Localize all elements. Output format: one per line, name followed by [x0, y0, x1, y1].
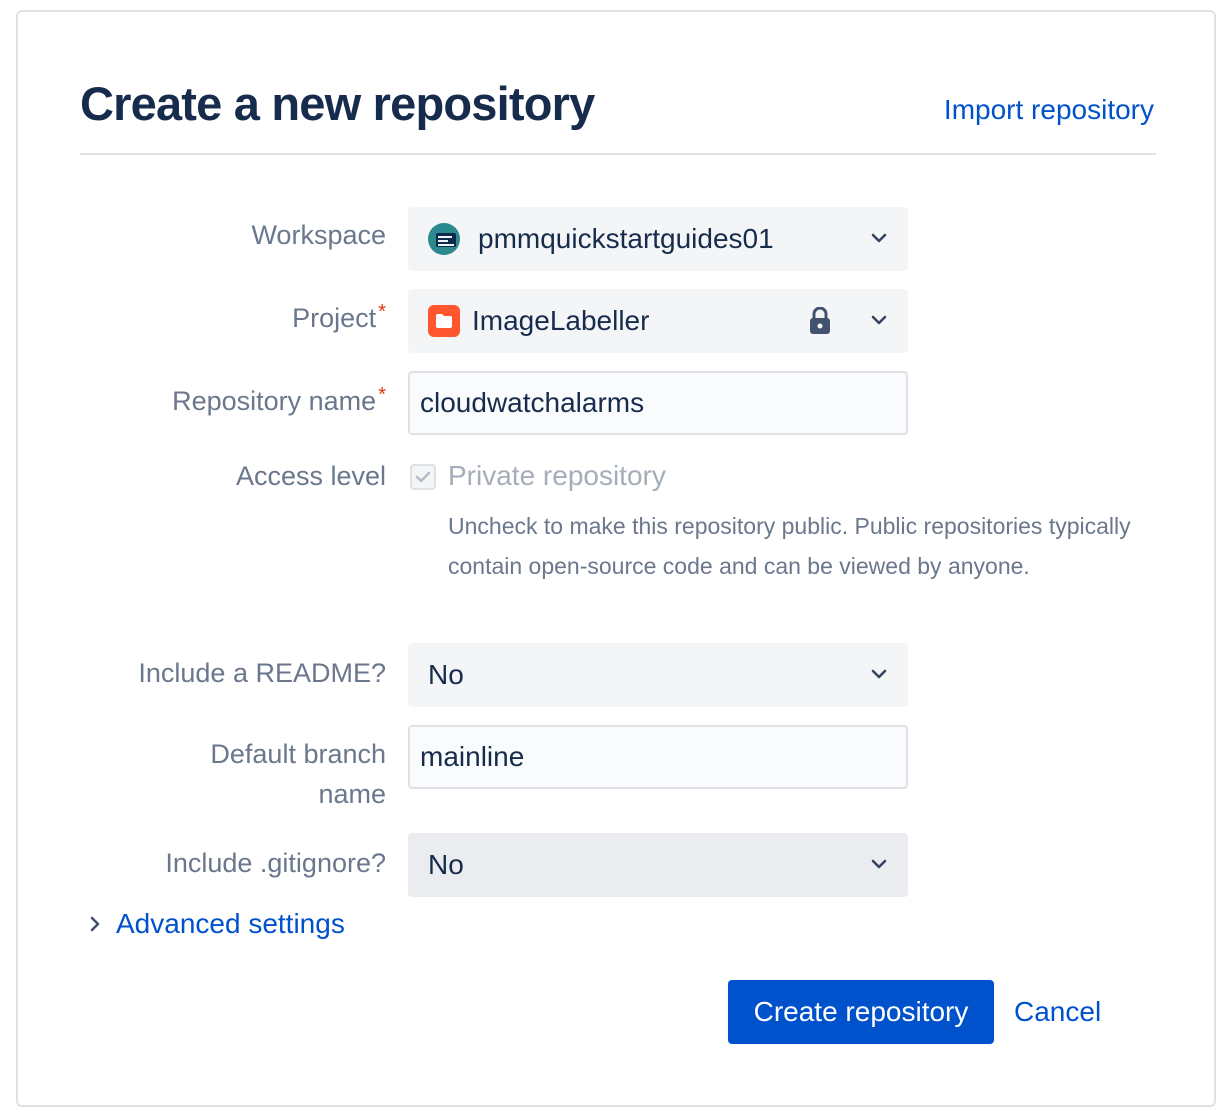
cancel-button[interactable]: Cancel [1014, 996, 1102, 1027]
readme-value: No [428, 659, 464, 690]
private-repository-checkbox[interactable] [410, 464, 436, 490]
project-value: ImageLabeller [472, 305, 650, 336]
create-repository-panel: Create a new repository Import repositor… [16, 10, 1216, 1107]
repository-name-label: Repository name* [172, 384, 386, 416]
default-branch-label: Default branch name [210, 739, 386, 809]
readme-select[interactable]: No [408, 643, 908, 707]
workspace-value: pmmquickstartguides01 [478, 223, 774, 254]
import-repository-link[interactable]: Import repository [943, 94, 1154, 125]
readme-label: Include a README? [138, 658, 386, 688]
chevron-down-icon [871, 669, 887, 679]
chevron-right-icon [90, 916, 100, 932]
create-repository-button[interactable]: Create repository [728, 980, 994, 1044]
header-divider [80, 153, 1156, 155]
workspace-label: Workspace [251, 220, 386, 250]
advanced-settings-label: Advanced settings [116, 908, 345, 939]
checkmark-icon [415, 471, 431, 483]
gitignore-value: No [428, 849, 464, 880]
chevron-down-icon [871, 859, 887, 869]
lock-icon [810, 307, 830, 334]
advanced-settings-toggle[interactable]: Advanced settings [88, 908, 345, 940]
project-label: Project* [292, 301, 386, 333]
workspace-avatar-icon [428, 223, 460, 255]
gitignore-label: Include .gitignore? [165, 848, 386, 878]
private-repository-label: Private repository [448, 460, 666, 491]
gitignore-select[interactable]: No [408, 833, 908, 897]
workspace-select[interactable]: pmmquickstartguides01 [408, 207, 908, 271]
page-title: Create a new repository [80, 77, 595, 130]
access-level-label: Access level [235, 461, 386, 491]
chevron-down-icon [871, 315, 887, 325]
folder-icon [428, 305, 460, 337]
repository-name-input[interactable] [408, 371, 908, 435]
access-level-help-text: Uncheck to make this repository public. … [448, 513, 1131, 579]
chevron-down-icon [871, 233, 887, 243]
default-branch-input[interactable] [408, 725, 908, 789]
project-select[interactable]: ImageLabeller [408, 289, 908, 353]
